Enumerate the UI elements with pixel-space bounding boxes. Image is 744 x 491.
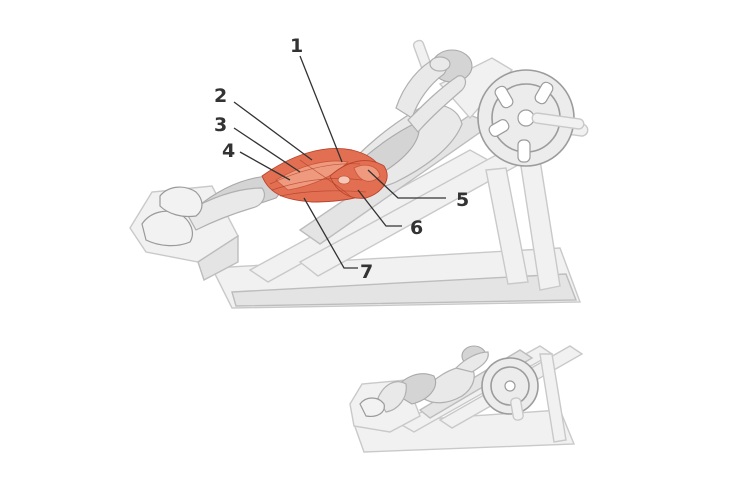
leader-line-2 [233,101,313,161]
athlete-adductor [353,164,381,182]
machine-shoulder-pad [438,57,514,120]
athlete-shoe-front [141,210,193,247]
small-machine-post [539,353,567,443]
small-athlete-torso [419,365,475,404]
machine-base-front [231,273,578,307]
exercise-bottom-position [349,345,584,453]
leader-line-1 [299,55,343,163]
weight-plate-hole-2 [534,81,554,105]
leader-line-6 [357,189,402,227]
callout-leaders [233,55,446,269]
athlete-shoe-back [159,186,203,218]
callout-number-4: 4 [222,140,235,162]
muscle-fiber-3 [279,190,367,197]
machine-foot-platform-side [197,234,239,282]
small-athlete-shoe [359,397,385,417]
leader-line-7 [303,197,358,269]
callout-number-1: 1 [290,35,303,57]
muscle-fiber-2 [271,178,363,191]
small-weight-sleeve [510,397,524,421]
leader-line-3 [233,127,301,173]
small-athlete-arms [454,351,489,373]
athlete-hand [429,56,451,72]
small-athlete-shin [377,381,407,413]
leader-line-4 [239,151,291,181]
athlete-arm-right [407,75,467,133]
callout-number-2: 2 [214,85,227,107]
machine-mid-post [485,167,529,285]
callout-number-6: 6 [410,217,423,239]
athlete-shin [185,187,265,231]
weight-sleeve [531,112,585,130]
weight-plate-hole-4 [488,119,510,137]
callout-number-3: 3 [214,114,227,136]
athlete-rectus-femoris [275,160,349,191]
muscle-fiber-4 [299,159,351,197]
callout-numbers: 1 2 3 4 5 6 7 [214,35,469,283]
leader-line-5 [367,169,446,199]
callout-number-5: 5 [456,189,469,211]
muscle-fiber-1 [269,163,361,185]
small-weight-plate-center [504,380,516,392]
athlete-main [141,49,473,247]
weight-plate-hole-3 [517,139,531,163]
weight-plate-hole-1 [494,85,514,109]
callout-number-7: 7 [360,261,373,283]
athlete-kneecap [337,175,351,185]
